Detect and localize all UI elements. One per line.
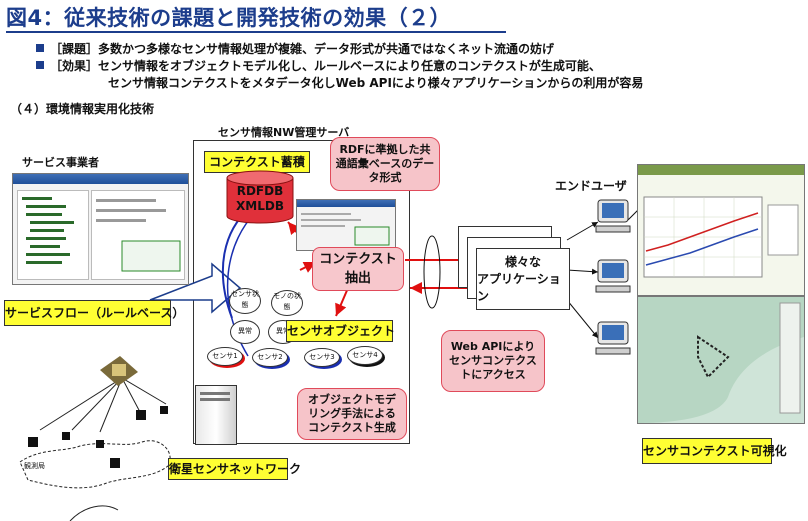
form-panel (91, 190, 185, 280)
bullet-marker (36, 44, 44, 52)
rdf-callout: RDFに準拠した共通語彙ベースのデータ形式 (330, 137, 440, 191)
app-to-user-1 (566, 221, 599, 241)
bullet-effect-text: センサ情報をオブジェクトモデル化し、ルールベースにより任意のコンテクストが生成可… (98, 59, 601, 73)
computer-icon (595, 259, 631, 293)
chart-window-titlebar (638, 165, 804, 175)
modeling-callout: オブジェクトモデリング手法によるコンテクスト生成 (297, 388, 407, 440)
web-api-ellipse (423, 235, 441, 309)
sensor-node-2: センサ2 (252, 348, 288, 367)
app-to-user-2 (566, 268, 599, 275)
bullet-effect-continuation: センサ情報コンテクストをメタデータ化しWeb APIにより様々アプリケーションか… (108, 76, 644, 90)
server-label: センサ情報NW管理サーバ (218, 126, 350, 139)
database-label: RDFDB XMLDB (225, 184, 295, 214)
trend-chart-icon (643, 196, 799, 278)
apps-label-line2: アプリケーション (477, 271, 561, 303)
page-title: 図4：従来技術の課題と開発技術の効果（２） (6, 6, 452, 30)
service-provider-window (12, 173, 189, 285)
bullet-marker (36, 61, 44, 69)
context-extract-box: コンテクスト抽出 (312, 247, 404, 291)
computer-icon (595, 199, 631, 233)
server-slot (200, 398, 230, 401)
form-rows-icon (96, 199, 181, 272)
section-heading: （４）環境情報実用化技術 (10, 102, 155, 116)
state-node-3: 異常 (230, 320, 260, 344)
window-titlebar (13, 174, 188, 184)
state-node-2: モノの状態 (271, 290, 303, 316)
bottom-arc (69, 505, 119, 521)
bullet-issue: ［課題］多数かつ多様なセンサ情報処理が複雑、データ形式が共通ではなくネット流通の… (36, 40, 554, 57)
database-cylinder-icon (226, 170, 294, 224)
server-slot (200, 392, 230, 395)
satellite-links (39, 377, 167, 433)
sensor-node-4: センサ4 (347, 346, 383, 365)
server-window-titlebar (297, 200, 395, 207)
visualization-map-window (637, 296, 805, 424)
tree-lines-icon (22, 197, 74, 264)
db-label-line2: XMLDB (236, 199, 284, 213)
visualization-label: センサコンテクスト可視化 (642, 438, 787, 464)
title-underline (6, 31, 506, 33)
state-node-1: センサ状態 (229, 288, 261, 314)
apps-label-line1: 様々な (504, 254, 541, 269)
map-icon (638, 297, 804, 423)
server-window (296, 199, 396, 251)
ground-stations (28, 406, 168, 468)
tree-panel (17, 190, 89, 280)
sensor-node-1: センサ1 (207, 347, 243, 366)
computer-icon (595, 321, 631, 355)
bullet-effect-tag: ［効果］ (50, 59, 99, 73)
end-user-computers (595, 199, 631, 355)
satellite-icon (100, 356, 138, 386)
end-user-label: エンドユーザ (555, 179, 627, 193)
bullet-effect: ［効果］センサ情報をオブジェクトモデル化し、ルールベースにより任意のコンテクスト… (36, 57, 601, 74)
island-outline (19, 440, 171, 489)
bullet-issue-tag: ［課題］ (50, 42, 99, 56)
db-label-line1: RDFDB (236, 184, 284, 198)
extract-to-object-arrow (335, 287, 349, 317)
service-provider-label: サービス事業者 (22, 156, 99, 169)
app-to-user-3 (566, 299, 599, 339)
server-window-content-icon (301, 213, 390, 246)
observation-station-label: 観測局 (24, 462, 45, 470)
satellite-network-label: 衛星センサネットワーク (168, 458, 301, 480)
web-api-callout: Web APIによりセンサコンテクストにアクセス (441, 330, 545, 392)
sensor-object-label: センサオブジェクト (286, 320, 395, 342)
visualization-chart-window (637, 164, 805, 296)
bullet-issue-text: 多数かつ多様なセンサ情報処理が複雑、データ形式が共通ではなくネット流通の妨げ (98, 42, 555, 56)
server-tower-icon (195, 385, 237, 445)
service-flow-label: サービスフロー（ルールベース） (4, 300, 184, 326)
sensor-node-3: センサ3 (304, 348, 340, 367)
app-card-front: 様々な アプリケーション (476, 248, 570, 310)
